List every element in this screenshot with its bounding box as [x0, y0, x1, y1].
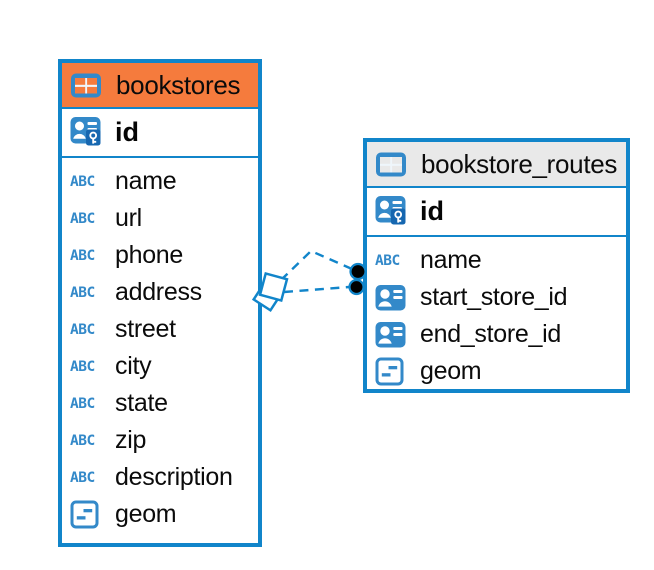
text-icon: ABC	[375, 252, 400, 269]
reference-icon	[375, 284, 412, 312]
column-name: start_store_id	[420, 283, 568, 311]
table-header-bookstores[interactable]: bookstores	[62, 63, 258, 109]
text-icon: ABC	[70, 469, 95, 486]
column-row-start_store_id[interactable]: start_store_id	[367, 279, 626, 316]
column-name: name	[115, 167, 177, 195]
column-name: url	[115, 204, 142, 232]
column-name: city	[115, 352, 152, 380]
geometry-icon	[375, 357, 412, 386]
column-row-address[interactable]: ABC address	[62, 274, 258, 311]
primary-key-icon	[375, 195, 412, 228]
reference-icon	[375, 321, 412, 349]
text-icon: ABC	[70, 247, 95, 264]
column-row-description[interactable]: ABC description	[62, 459, 258, 496]
table-header-bookstore-routes[interactable]: bookstore_routes	[367, 142, 626, 188]
column-name: state	[115, 389, 168, 417]
geometry-icon	[70, 500, 107, 529]
column-name: id	[420, 196, 444, 226]
text-icon: ABC	[70, 210, 95, 227]
relationship-line-end-store[interactable]	[283, 285, 350, 294]
primary-key-section: id	[367, 188, 626, 237]
table-title: bookstore_routes	[421, 148, 618, 179]
primary-key-section: id	[62, 109, 258, 158]
column-row-state[interactable]: ABC state	[62, 385, 258, 422]
table-bookstore-routes[interactable]: bookstore_routes id ABC name start_store_…	[363, 138, 630, 393]
table-icon	[375, 151, 412, 178]
primary-key-row-id[interactable]: id	[62, 109, 258, 156]
column-name: street	[115, 315, 176, 343]
column-row-end_store_id[interactable]: end_store_id	[367, 316, 626, 353]
table-icon	[70, 72, 107, 99]
primary-key-row-id[interactable]: id	[367, 188, 626, 235]
relationship-line-start-store[interactable]	[280, 249, 353, 281]
column-name: description	[115, 463, 233, 491]
column-name: id	[115, 117, 139, 147]
text-icon: ABC	[70, 173, 95, 190]
column-row-city[interactable]: ABC city	[62, 348, 258, 385]
column-row-geom[interactable]: geom	[62, 496, 258, 533]
column-name: geom	[115, 500, 177, 528]
column-name: end_store_id	[420, 320, 561, 348]
column-row-name[interactable]: ABC name	[367, 242, 626, 279]
text-icon: ABC	[70, 395, 95, 412]
relationship-endpoint-dot	[348, 278, 365, 296]
column-name: address	[115, 278, 202, 306]
primary-key-icon	[70, 116, 107, 149]
text-icon: ABC	[70, 432, 95, 449]
column-name: phone	[115, 241, 184, 269]
column-name: name	[420, 246, 482, 274]
column-row-geom[interactable]: geom	[367, 353, 626, 390]
text-icon: ABC	[70, 321, 95, 338]
columns-section: ABC name start_store_id end_store_id geom	[367, 237, 626, 398]
column-name: zip	[115, 426, 147, 454]
column-row-phone[interactable]: ABC phone	[62, 237, 258, 274]
column-row-name[interactable]: ABC name	[62, 163, 258, 200]
text-icon: ABC	[70, 358, 95, 375]
column-row-zip[interactable]: ABC zip	[62, 422, 258, 459]
column-name: geom	[420, 357, 482, 385]
column-row-street[interactable]: ABC street	[62, 311, 258, 348]
column-row-url[interactable]: ABC url	[62, 200, 258, 237]
table-title: bookstores	[116, 69, 241, 100]
text-icon: ABC	[70, 284, 95, 301]
